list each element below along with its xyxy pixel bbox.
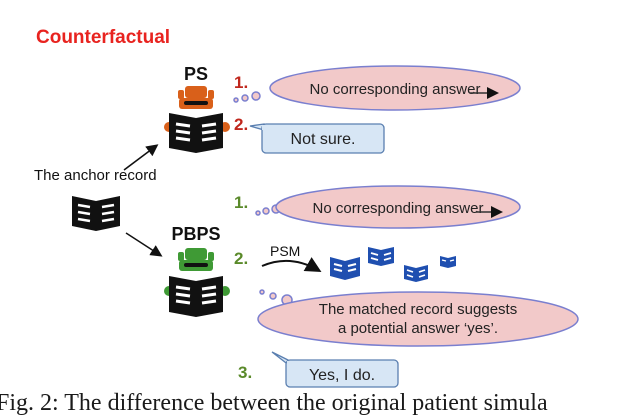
psm-arrow [261,257,322,272]
matched-record-icon [330,257,360,280]
ps-step-1-number: 1. [234,73,248,92]
ps-speech-bubble: Not sure. [249,123,385,154]
matched-record-icon [368,247,394,266]
anchor-record-label: The anchor record [34,167,157,184]
ps-robot-icon: PS [164,64,230,153]
matched-record-icon [440,256,456,268]
pbps-thought-2-line1: The matched record suggests [319,301,517,318]
ps-thought-text: No corresponding answer [310,81,481,98]
ps-thought-bubble: No corresponding answer [269,65,521,111]
figure-caption: Fig. 2: The difference between the origi… [0,390,548,416]
pbps-step-1-number: 1. [234,193,248,212]
matched-records-icons [330,247,456,282]
pbps-thought-2-line2: a potential answer ‘yes’. [338,320,498,337]
ps-label: PS [184,64,208,84]
pbps-step-2-number: 2. [234,249,248,268]
pbps-thought-1-text: No corresponding answer [313,200,484,217]
psm-label: PSM [270,243,300,259]
pbps-robot-icon: PBPS [164,224,230,317]
matched-record-icon [404,265,428,282]
pbps-speech-bubble: Yes, I do. [271,351,399,388]
figure-heading: Counterfactual [36,27,170,48]
pbps-step-3-number: 3. [238,363,252,382]
ps-speech-text: Not sure. [291,131,356,148]
anchor-record-icon [72,196,120,231]
pbps-thought-bubble-1: No corresponding answer [275,185,521,229]
ps-step-2-number: 2. [234,115,248,134]
pbps-speech-text: Yes, I do. [309,367,375,384]
pbps-thought-bubble-2: The matched record suggests a potential … [257,291,579,347]
pbps-label: PBPS [171,224,220,244]
